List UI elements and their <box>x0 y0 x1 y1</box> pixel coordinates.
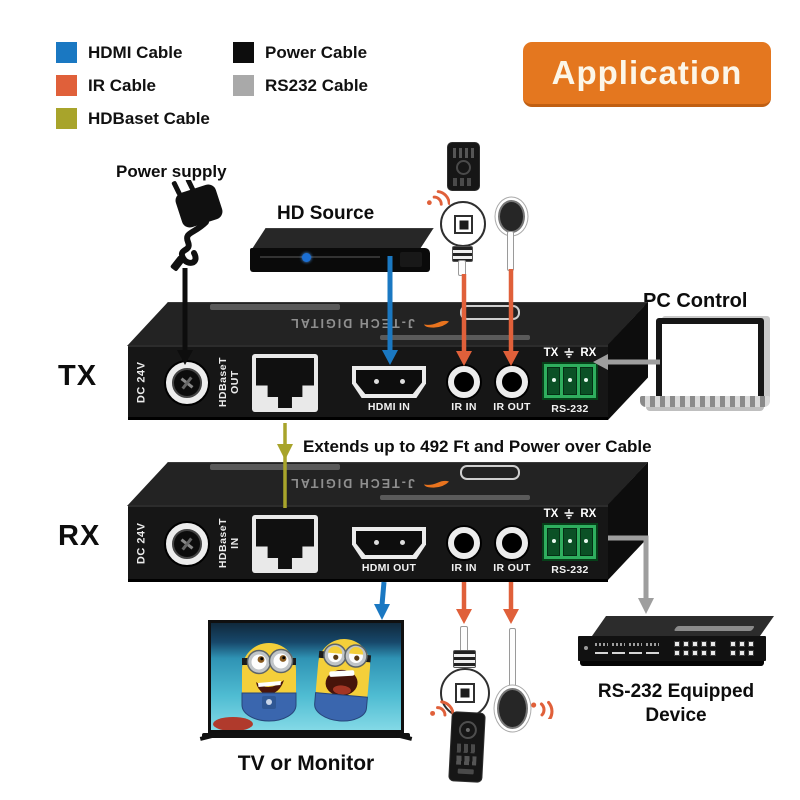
ir-signal-icon <box>531 700 554 719</box>
bluray-top <box>252 228 434 249</box>
matrix-top <box>592 616 775 636</box>
ir-cable-arrow-rx-in <box>456 582 472 624</box>
power-cable-swatch <box>233 42 254 63</box>
rs232-cable-swatch <box>233 75 254 96</box>
rs232-port <box>542 523 598 561</box>
brand-text: J-TECH DIGITAL <box>289 316 415 331</box>
matrix-front <box>578 636 766 661</box>
bluray-player-icon <box>250 228 435 272</box>
rx-device-branding: J-TECH DIGITAL <box>150 462 590 505</box>
legend-label: RS232 Cable <box>265 76 368 95</box>
ir-out-port <box>496 366 528 398</box>
hdbaset-port-label: HDBaseT OUT <box>216 357 241 408</box>
legend-label: IR Cable <box>88 76 157 95</box>
ir-signal-icon <box>426 190 450 206</box>
dc-port-label: DC 24V <box>135 522 148 565</box>
legend-label: HDBaset Cable <box>88 109 210 128</box>
legend-label: HDMI Cable <box>88 43 183 62</box>
ir-in-port-label: IR IN <box>451 401 477 413</box>
hd-source-label: HD Source <box>277 203 375 224</box>
ground-icon <box>564 508 574 519</box>
rs232-device-label: RS-232 Equipped <box>597 681 755 702</box>
ir-cable-arrow-rx-out <box>503 582 519 624</box>
tv-or-monitor-label: TV or Monitor <box>237 752 375 775</box>
rs232-device-label: Device <box>645 705 707 726</box>
hdbaset-rj45-port <box>252 354 318 412</box>
fine-print <box>380 335 530 340</box>
matrix-buttons <box>674 641 716 656</box>
tx-device-front: DC 24V HDBaseT OUT HDMI IN IR IN IR OUT <box>128 345 608 420</box>
laptop-keyboard <box>640 396 770 407</box>
ir-in-port-label: IR IN <box>451 562 477 574</box>
tv-stand <box>202 733 410 738</box>
extends-note: Extends up to 492 Ft and Power over Cabl… <box>303 437 652 456</box>
ir-out-port-label: IR OUT <box>493 562 531 574</box>
brand-logo-icon <box>423 480 449 488</box>
hdbaset-port-label: HDBaseT IN <box>216 518 241 569</box>
serial-pinout-label: TX RX <box>543 508 597 520</box>
brand-logo-icon <box>423 320 449 328</box>
fine-print <box>380 495 530 500</box>
ir-in-port <box>448 527 480 559</box>
hdbaset-rj45-port <box>252 515 318 573</box>
ir-cable-swatch <box>56 75 77 96</box>
serial-pinout-label: TX RX <box>543 347 597 359</box>
ir-signal-icon <box>430 700 454 717</box>
application-badge-label: Application <box>551 54 743 91</box>
rs232-port-label: RS-232 <box>551 403 589 415</box>
rs232-port <box>542 362 598 400</box>
ir-receiver-head <box>440 201 486 247</box>
minions-picture <box>211 623 401 731</box>
ground-icon <box>564 347 574 358</box>
matrix-buttons <box>730 641 754 656</box>
legend-label: Power Cable <box>265 43 368 62</box>
ir-in-port <box>448 366 480 398</box>
hdmi-cable-arrow-rx <box>374 581 390 620</box>
hdmi-cable-swatch <box>56 42 77 63</box>
rx-device-front: DC 24V HDBaseT IN HDMI OUT IR IN IR OUT <box>128 505 608 582</box>
ir-out-port <box>496 527 528 559</box>
hdmi-port <box>352 527 426 559</box>
bluray-front <box>250 248 430 272</box>
label-pill <box>460 465 520 480</box>
dc-power-port <box>166 362 208 404</box>
hdbaset-cable-swatch <box>56 108 77 129</box>
remote-control-icon-bottom <box>448 711 486 783</box>
application-badge: Application <box>523 42 771 107</box>
matrix-base <box>580 661 764 666</box>
dc-power-port <box>166 523 208 565</box>
hdmi-port <box>352 366 426 398</box>
laptop-base <box>646 407 764 411</box>
tx-unit-label: TX <box>58 360 98 392</box>
label-pill <box>460 305 520 320</box>
laptop-screen <box>656 318 764 406</box>
fine-print <box>210 304 340 310</box>
fine-print <box>210 464 340 470</box>
hdmi-port-label: HDMI IN <box>367 401 411 413</box>
rs232-port-label: RS-232 <box>551 564 589 576</box>
tv-screen <box>208 620 404 733</box>
tx-device-branding: J-TECH DIGITAL <box>150 302 590 345</box>
power-adapter-icon <box>170 180 223 271</box>
brand-text: J-TECH DIGITAL <box>289 476 415 491</box>
power-supply-label: Power supply <box>116 162 227 181</box>
ir-receiver-head <box>440 668 490 718</box>
remote-control-icon <box>447 142 480 191</box>
hdmi-port-label: HDMI OUT <box>361 562 417 574</box>
pc-control-label: PC Control <box>643 290 748 312</box>
dc-port-label: DC 24V <box>135 361 148 404</box>
ir-out-port-label: IR OUT <box>493 401 531 413</box>
rx-unit-label: RX <box>58 520 101 552</box>
